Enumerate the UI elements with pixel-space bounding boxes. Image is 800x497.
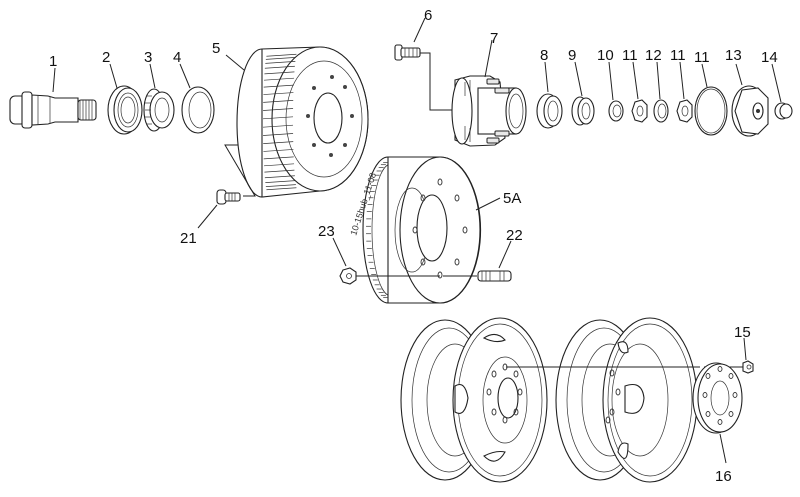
drum-fin	[265, 184, 296, 187]
drum-fin	[266, 53, 297, 57]
outer-bearing-cup-part[interactable]	[536, 93, 563, 129]
callout-11-b[interactable]: 11	[670, 47, 686, 64]
wheel-stud-part[interactable]	[394, 44, 421, 61]
lock-washer-part[interactable]	[653, 99, 669, 123]
drum-fin	[263, 149, 294, 152]
wheel-nut-part[interactable]	[742, 360, 754, 374]
drum-fin	[265, 61, 296, 64]
callout-1[interactable]: 1	[49, 53, 57, 70]
callout-5[interactable]: 5	[212, 40, 220, 57]
callout-16-nut[interactable]: 15	[734, 324, 751, 341]
brake-rotor-part[interactable]	[362, 156, 482, 304]
callout-3[interactable]: 3	[144, 49, 152, 66]
callout-10[interactable]: 10	[597, 47, 614, 64]
callout-4[interactable]: 4	[173, 49, 181, 66]
drum-fin	[262, 116, 294, 120]
inner-bearing-cup-part[interactable]	[181, 86, 215, 134]
drum-bolt-part[interactable]	[216, 189, 241, 205]
drum-fin	[266, 187, 297, 191]
callout-23[interactable]: 23	[318, 223, 335, 240]
clamp-ring-part[interactable]	[692, 362, 743, 434]
drum-fin	[264, 163, 295, 167]
drum-fin	[263, 92, 294, 95]
callout-22[interactable]: 22	[506, 227, 523, 244]
drum-fin	[263, 84, 294, 88]
jam-nut-part-2[interactable]	[676, 99, 693, 123]
drum-fin	[264, 71, 295, 75]
callout-16-ring[interactable]: 16	[715, 468, 732, 485]
drum-fin	[264, 65, 295, 69]
outer-wheel[interactable]	[555, 317, 698, 483]
drum-fin	[265, 57, 296, 60]
outer-bearing-cone-part[interactable]	[571, 96, 595, 126]
callout-15[interactable]: 14	[761, 49, 778, 66]
callout-9[interactable]: 9	[568, 47, 576, 64]
drum-fin	[262, 124, 294, 128]
callout-12[interactable]: 12	[645, 47, 662, 64]
jam-nut-part[interactable]	[631, 99, 648, 123]
drum-fin	[263, 156, 294, 160]
drum-fin	[264, 169, 295, 173]
inner-wheel[interactable]	[400, 317, 548, 483]
callout-8[interactable]: 8	[540, 47, 548, 64]
drum-fin	[263, 133, 294, 136]
callout-6[interactable]: 6	[424, 7, 432, 24]
washer-part[interactable]	[608, 100, 624, 122]
hub-cap-part[interactable]	[731, 85, 769, 137]
callout-21[interactable]: 21	[180, 230, 197, 247]
drum-fin	[263, 141, 294, 144]
drum-fin	[263, 108, 294, 111]
callout-14[interactable]: 13	[725, 47, 742, 64]
callout-11-a[interactable]: 11	[622, 47, 638, 64]
hub-part[interactable]	[451, 75, 527, 147]
plug-part[interactable]	[774, 102, 793, 120]
inner-bearing-cone-part[interactable]	[143, 88, 175, 132]
seal-part[interactable]	[107, 85, 143, 135]
callout-7[interactable]: 7	[490, 30, 498, 47]
drum-fin	[264, 175, 295, 179]
callout-2[interactable]: 2	[102, 49, 110, 66]
drum-fin	[264, 77, 295, 81]
rotor-stud-part[interactable]	[477, 270, 512, 282]
brake-drum-part[interactable]	[236, 46, 369, 198]
drum-fin	[263, 100, 294, 103]
callout-13[interactable]: 11	[694, 49, 710, 66]
callout-5a[interactable]: 5A	[503, 190, 521, 207]
spindle-part[interactable]	[9, 91, 97, 129]
rotor-nut-part[interactable]	[339, 267, 357, 285]
o-ring-part[interactable]	[694, 86, 728, 136]
drum-fin	[265, 180, 296, 183]
